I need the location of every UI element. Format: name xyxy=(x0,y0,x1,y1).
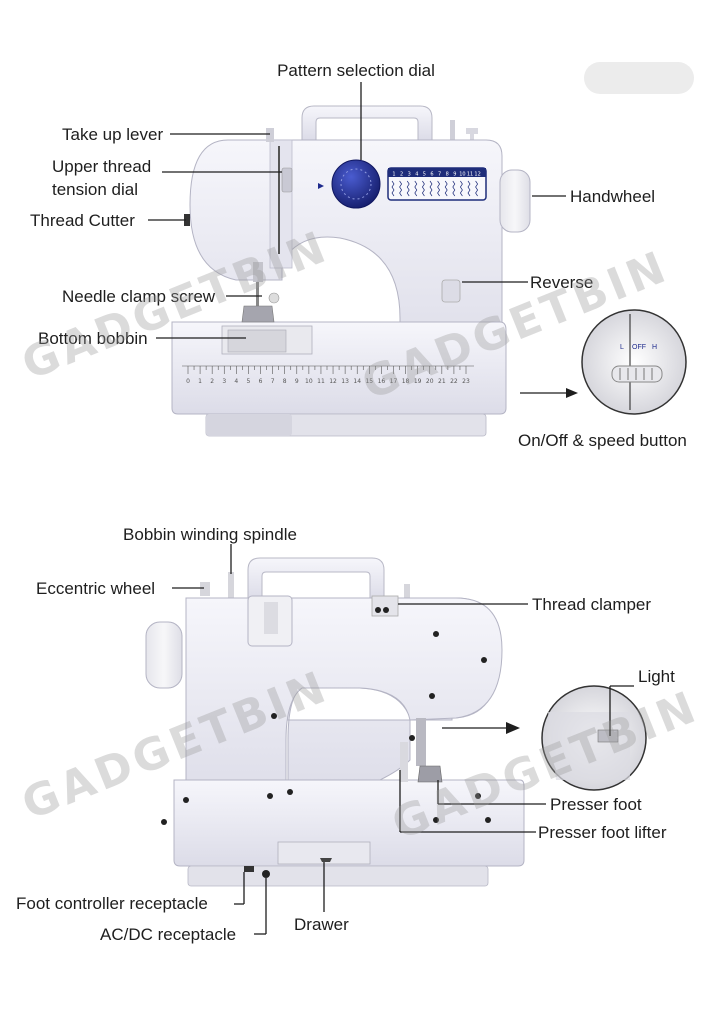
stitch-number: 9 xyxy=(453,172,456,178)
top-leader-lines xyxy=(148,82,566,339)
stitch-number: 1 xyxy=(392,172,395,178)
label-light: Light xyxy=(638,667,675,686)
label-reverse: Reverse xyxy=(530,273,593,292)
ruler-number: 1 xyxy=(198,378,202,385)
ruler-number: 2 xyxy=(210,378,214,385)
stitch-glyph xyxy=(437,180,441,197)
label-needle-clamp: Needle clamp screw xyxy=(62,287,216,306)
ruler-number: 22 xyxy=(450,378,458,385)
label-foot-receptacle: Foot controller receptacle xyxy=(16,894,208,913)
stitch-number: 2 xyxy=(400,172,403,178)
label-bottom-bobbin: Bottom bobbin xyxy=(38,329,148,348)
placeholder-pill xyxy=(584,62,694,94)
stitch-number: 4 xyxy=(415,172,418,178)
label-upper-tension-2: tension dial xyxy=(52,180,138,199)
label-bobbin-spindle: Bobbin winding spindle xyxy=(123,525,297,544)
stitch-glyph xyxy=(421,180,425,197)
switch-mark-off: OFF xyxy=(632,344,646,351)
label-drawer: Drawer xyxy=(294,915,349,934)
stitch-glyph xyxy=(444,180,448,197)
ruler-number: 9 xyxy=(295,378,299,385)
stitch-glyph xyxy=(406,180,410,197)
ruler-number: 6 xyxy=(259,378,263,385)
ruler-number: 20 xyxy=(426,378,434,385)
onoff-zoom-circle: L OFF H xyxy=(581,309,687,415)
ruler-number: 19 xyxy=(414,378,422,385)
light-zoom-circle xyxy=(541,685,647,791)
ruler-number: 14 xyxy=(353,378,361,385)
label-acdc: AC/DC receptacle xyxy=(100,925,236,944)
ruler-number: 21 xyxy=(438,378,446,385)
stitch-glyph xyxy=(429,180,433,197)
stitch-glyph xyxy=(475,180,479,197)
switch-mark-h: H xyxy=(652,344,657,351)
ruler-number: 4 xyxy=(234,378,238,385)
sewing-machine-rear xyxy=(145,557,525,887)
stitch-glyph xyxy=(459,180,463,197)
label-upper-tension-1: Upper thread xyxy=(52,157,151,176)
ruler-number: 23 xyxy=(462,378,470,385)
ruler-number: 17 xyxy=(390,378,398,385)
stitch-glyph xyxy=(467,180,471,197)
ruler-number: 11 xyxy=(317,378,325,385)
label-thread-clamper: Thread clamper xyxy=(532,595,651,614)
ruler-number: 16 xyxy=(378,378,386,385)
stitch-number: 6 xyxy=(430,172,433,178)
stitch-glyph xyxy=(399,180,403,197)
stitch-number: 7 xyxy=(438,172,441,178)
bottom-leader-lines xyxy=(172,544,634,935)
label-presser-lifter: Presser foot lifter xyxy=(538,823,667,842)
ruler-number: 18 xyxy=(402,378,410,385)
label-onoff: On/Off & speed button xyxy=(518,431,687,450)
label-take-up-lever: Take up lever xyxy=(62,125,163,144)
stitch-number: 10 xyxy=(459,172,465,178)
ruler-number: 15 xyxy=(365,378,373,385)
label-eccentric: Eccentric wheel xyxy=(36,579,155,598)
label-pattern-dial: Pattern selection dial xyxy=(277,61,435,80)
ruler-number: 12 xyxy=(329,378,337,385)
label-presser-foot: Presser foot xyxy=(550,795,642,814)
ruler-number: 3 xyxy=(222,378,226,385)
stitch-number: 5 xyxy=(423,172,426,178)
stitch-number: 11 xyxy=(467,172,473,178)
ruler-number: 13 xyxy=(341,378,349,385)
stitch-glyph xyxy=(391,180,395,197)
stitch-glyph xyxy=(452,180,456,197)
stitch-number: 3 xyxy=(408,172,411,178)
stitch-number: 12 xyxy=(474,172,480,178)
ruler-number: 0 xyxy=(186,378,190,385)
ruler-number: 7 xyxy=(271,378,275,385)
ruler-number: 8 xyxy=(283,378,287,385)
stitch-glyph xyxy=(414,180,418,197)
label-thread-cutter: Thread Cutter xyxy=(30,211,135,230)
switch-mark-l: L xyxy=(620,344,624,351)
ruler-number: 10 xyxy=(305,378,313,385)
ruler-number: 5 xyxy=(247,378,251,385)
label-handwheel: Handwheel xyxy=(570,187,655,206)
stitch-number: 8 xyxy=(446,172,449,178)
